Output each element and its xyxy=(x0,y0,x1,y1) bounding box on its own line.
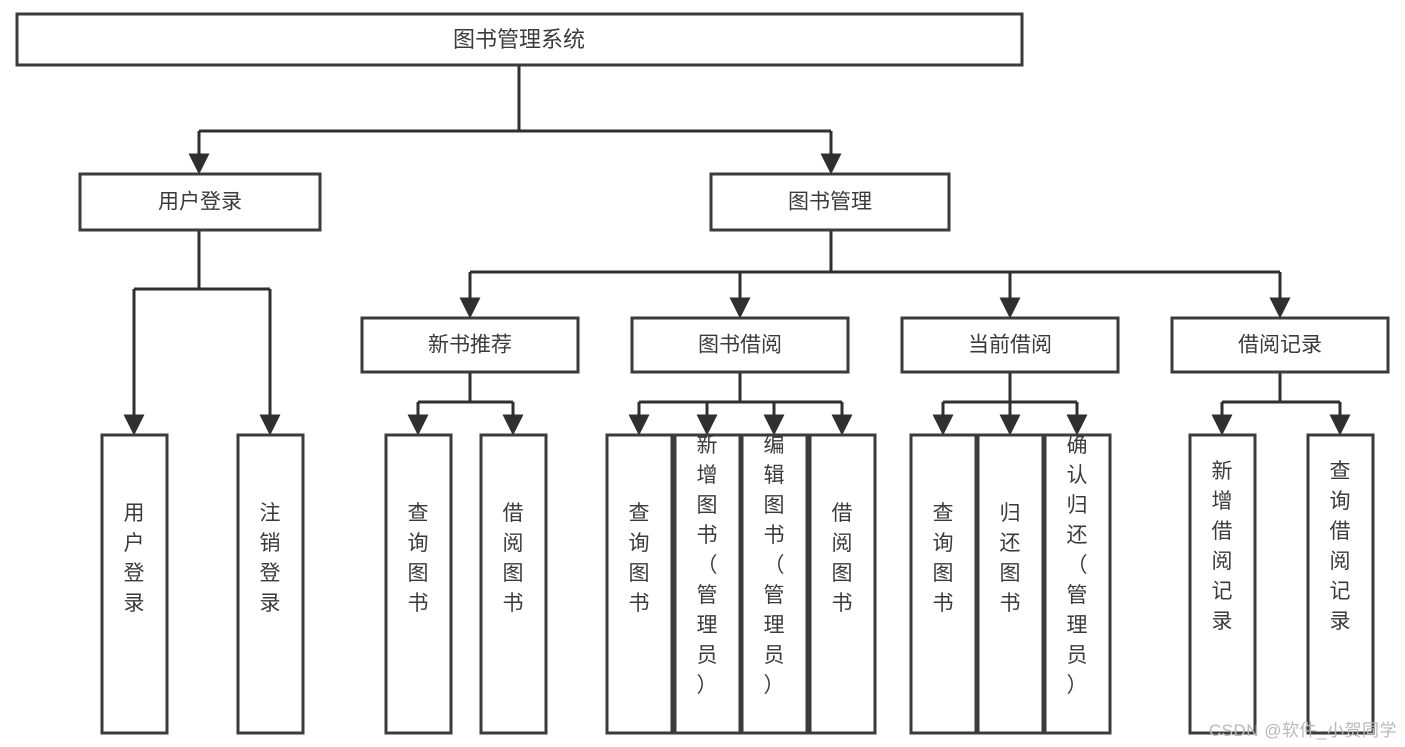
node-user-login-label: 用户登录 xyxy=(158,191,242,214)
leaf-book-borrow-1[interactable]: 查询图书 xyxy=(605,433,674,735)
leaf-current-borrow-3-box[interactable] xyxy=(1043,433,1112,735)
leaf-current-borrow-1-label: 查询图书 xyxy=(933,502,954,615)
node-book-manage-label: 图书管理 xyxy=(788,191,872,214)
node-user-login[interactable]: 用户登录 xyxy=(78,172,322,232)
node-new-book-recommend-box[interactable] xyxy=(360,316,580,374)
leaf-borrow-record-1[interactable]: 新增借阅记录 xyxy=(1188,433,1257,735)
edge-layer xyxy=(123,65,1351,436)
leaf-book-borrow-1-box[interactable] xyxy=(605,433,674,735)
leaf-user-login-1-label: 用户登录 xyxy=(124,502,145,615)
node-current-borrow[interactable]: 当前借阅 xyxy=(900,316,1120,374)
node-new-book-recommend-label: 新书推荐 xyxy=(428,334,512,357)
csdn-watermark: CSDN @软件_小贺同学 xyxy=(1208,721,1397,740)
leaf-borrow-record-1-label: 新增借阅记录 xyxy=(1212,460,1233,633)
leaf-borrow-record-2-box[interactable] xyxy=(1306,433,1375,735)
leaf-current-borrow-2-label: 归还图书 xyxy=(1000,502,1021,615)
node-root-box[interactable] xyxy=(15,12,1024,67)
leaf-borrow-record-2[interactable]: 查询借阅记录 xyxy=(1306,433,1375,735)
leaf-book-borrow-2-box[interactable] xyxy=(673,433,742,735)
node-root-system[interactable]: 图书管理系统 xyxy=(15,12,1024,67)
node-user-login-box[interactable] xyxy=(78,172,322,232)
leaf-user-login-2[interactable]: 注销登录 xyxy=(236,433,305,735)
node-book-borrow[interactable]: 图书借阅 xyxy=(630,316,850,374)
node-book-manage[interactable]: 图书管理 xyxy=(709,172,951,232)
node-current-borrow-box[interactable] xyxy=(900,316,1120,374)
leaf-book-borrow-3-box[interactable] xyxy=(740,433,809,735)
leaf-user-login-2-box[interactable] xyxy=(236,433,305,735)
leaf-book-borrow-4[interactable]: 借阅图书 xyxy=(808,433,877,735)
leaf-book-borrow-4-label: 借阅图书 xyxy=(832,502,853,615)
leaf-book-borrow-4-box[interactable] xyxy=(808,433,877,735)
node-borrow-record-box[interactable] xyxy=(1170,316,1390,374)
leaf-current-borrow-3-label: 确认归还（管理员） xyxy=(1067,434,1088,697)
node-new-book-recommend[interactable]: 新书推荐 xyxy=(360,316,580,374)
leaf-current-borrow-1-box[interactable] xyxy=(909,433,978,735)
node-current-borrow-label: 当前借阅 xyxy=(968,334,1052,357)
node-book-manage-box[interactable] xyxy=(709,172,951,232)
leaf-current-borrow-1[interactable]: 查询图书 xyxy=(909,433,978,735)
node-book-borrow-label: 图书借阅 xyxy=(698,334,782,357)
leaf-current-borrow-2[interactable]: 归还图书 xyxy=(976,433,1045,735)
leaf-new-book-2-label: 借阅图书 xyxy=(503,502,524,615)
leaf-new-book-1[interactable]: 查询图书 xyxy=(384,433,453,735)
leaf-book-borrow-3-label: 编辑图书（管理员） xyxy=(764,434,785,697)
leaf-current-borrow-2-box[interactable] xyxy=(976,433,1045,735)
leaf-user-login-1[interactable]: 用户登录 xyxy=(100,433,169,735)
leaf-current-borrow-3[interactable]: 确认归还（管理员） xyxy=(1043,433,1112,735)
leaf-user-login-2-label: 注销登录 xyxy=(260,502,281,615)
leaf-new-book-2[interactable]: 借阅图书 xyxy=(479,433,548,735)
leaf-book-borrow-2[interactable]: 新增图书（管理员） xyxy=(673,433,742,735)
leaf-new-book-2-box[interactable] xyxy=(479,433,548,735)
leaf-user-login-1-box[interactable] xyxy=(100,433,169,735)
leaf-borrow-record-1-box[interactable] xyxy=(1188,433,1257,735)
leaf-new-book-1-box[interactable] xyxy=(384,433,453,735)
leaf-borrow-record-2-label: 查询借阅记录 xyxy=(1330,460,1351,633)
leaf-book-borrow-1-label: 查询图书 xyxy=(629,502,650,615)
node-root-label: 图书管理系统 xyxy=(453,27,585,52)
leaf-book-borrow-3[interactable]: 编辑图书（管理员） xyxy=(740,433,809,735)
leaf-new-book-1-label: 查询图书 xyxy=(408,502,429,615)
leaf-book-borrow-2-label: 新增图书（管理员） xyxy=(697,434,718,697)
node-borrow-record[interactable]: 借阅记录 xyxy=(1170,316,1390,374)
node-borrow-record-label: 借阅记录 xyxy=(1238,334,1322,357)
node-book-borrow-box[interactable] xyxy=(630,316,850,374)
